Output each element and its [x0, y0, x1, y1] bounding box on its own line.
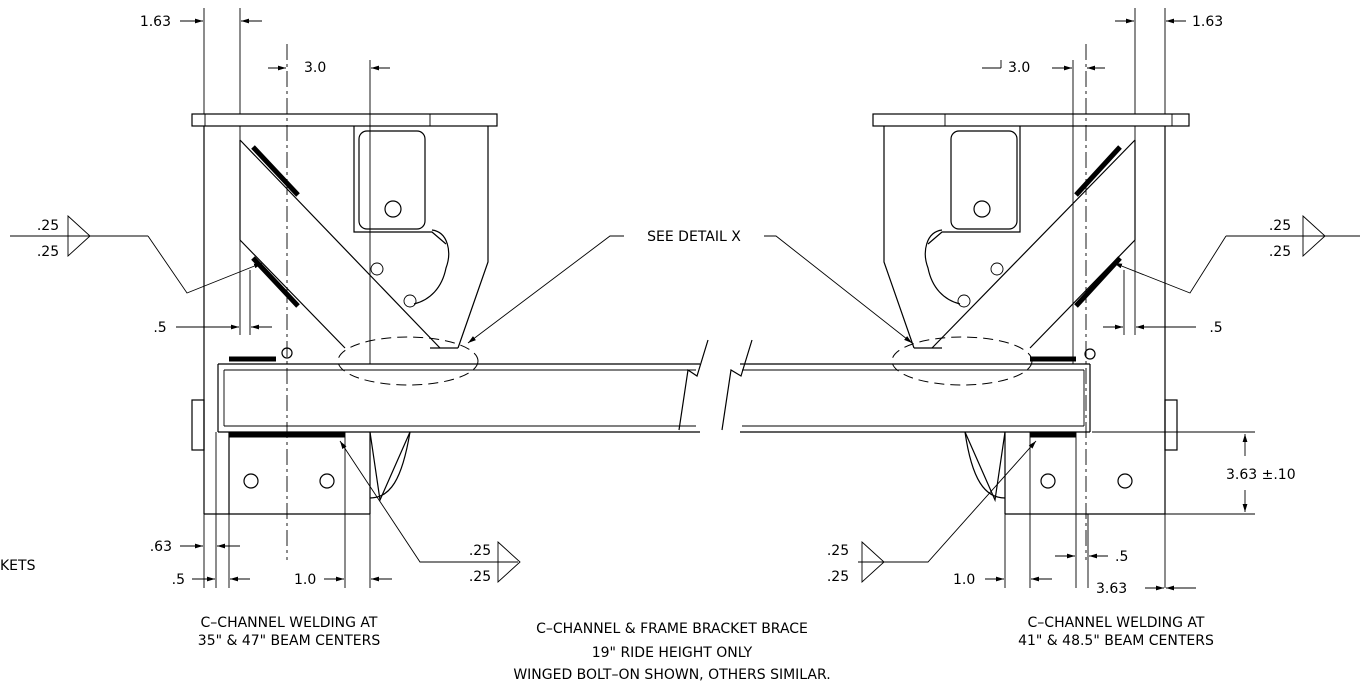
- caption-right-line-2: 41" & 48.5" BEAM CENTERS: [1018, 633, 1214, 649]
- dim-left-bottom-2: .5: [172, 572, 185, 588]
- left-frame-bracket: [191, 8, 498, 588]
- dimension-lines: [176, 18, 1255, 591]
- dim-right-bottom-1: .5: [1115, 549, 1128, 565]
- dim-right-gap: .5: [1209, 320, 1222, 336]
- weld-symbols: [10, 214, 1360, 584]
- caption-center-line-2: 19" RIDE HEIGHT ONLY: [592, 645, 753, 661]
- caption-left-line-2: 35" & 47" BEAM CENTERS: [198, 633, 381, 649]
- dim-left-offset: 3.0: [304, 60, 326, 76]
- caption-right-line-1: C–CHANNEL WELDING AT: [1028, 615, 1205, 631]
- bottom-weld-left-bottom: .25: [469, 569, 491, 585]
- caption-center-line-1: C–CHANNEL & FRAME BRACKET BRACE: [536, 621, 808, 637]
- break-symbol: [678, 339, 753, 431]
- callout-labels: SEE DETAIL X KETS: [0, 229, 741, 574]
- detail-callout-leaders: [467, 235, 913, 344]
- see-detail-x-label: SEE DETAIL X: [647, 229, 741, 245]
- caption-center-line-3: WINGED BOLT–ON SHOWN, OTHERS SIMILAR.: [513, 667, 830, 683]
- bottom-weld-right-bottom: .25: [827, 569, 849, 585]
- dim-left-top: 1.63: [140, 14, 171, 30]
- dim-right-bottom-2: 1.0: [953, 572, 975, 588]
- dim-height: 3.63 ±.10: [1226, 467, 1296, 483]
- caption-left-line-1: C–CHANNEL WELDING AT: [201, 615, 378, 631]
- dim-left-bottom-3: 1.0: [294, 572, 316, 588]
- clipped-left-label: KETS: [0, 558, 36, 574]
- bottom-weld-left-top: .25: [469, 543, 491, 559]
- dim-right-offset: 3.0: [1008, 60, 1030, 76]
- right-frame-bracket: [872, 8, 1190, 588]
- drawing-captions: C–CHANNEL WELDING AT 35" & 47" BEAM CENT…: [198, 615, 1214, 683]
- dim-left-gap: .5: [153, 320, 166, 336]
- c-channel-beam: [217, 363, 1091, 433]
- dim-left-bottom-1: .63: [150, 539, 172, 555]
- weld-left-bottom: .25: [37, 244, 59, 260]
- dim-right-top: 1.63: [1192, 14, 1223, 30]
- weld-right-bottom: .25: [1269, 244, 1291, 260]
- dim-right-bottom-3: 3.63: [1096, 581, 1127, 597]
- weld-left-top: .25: [37, 218, 59, 234]
- dimension-labels: 1.63 1.63 3.0 3.0 .25 .25 .25 .25 .5 .5 …: [37, 14, 1296, 597]
- weld-right-top: .25: [1269, 218, 1291, 234]
- bottom-weld-right-top: .25: [827, 543, 849, 559]
